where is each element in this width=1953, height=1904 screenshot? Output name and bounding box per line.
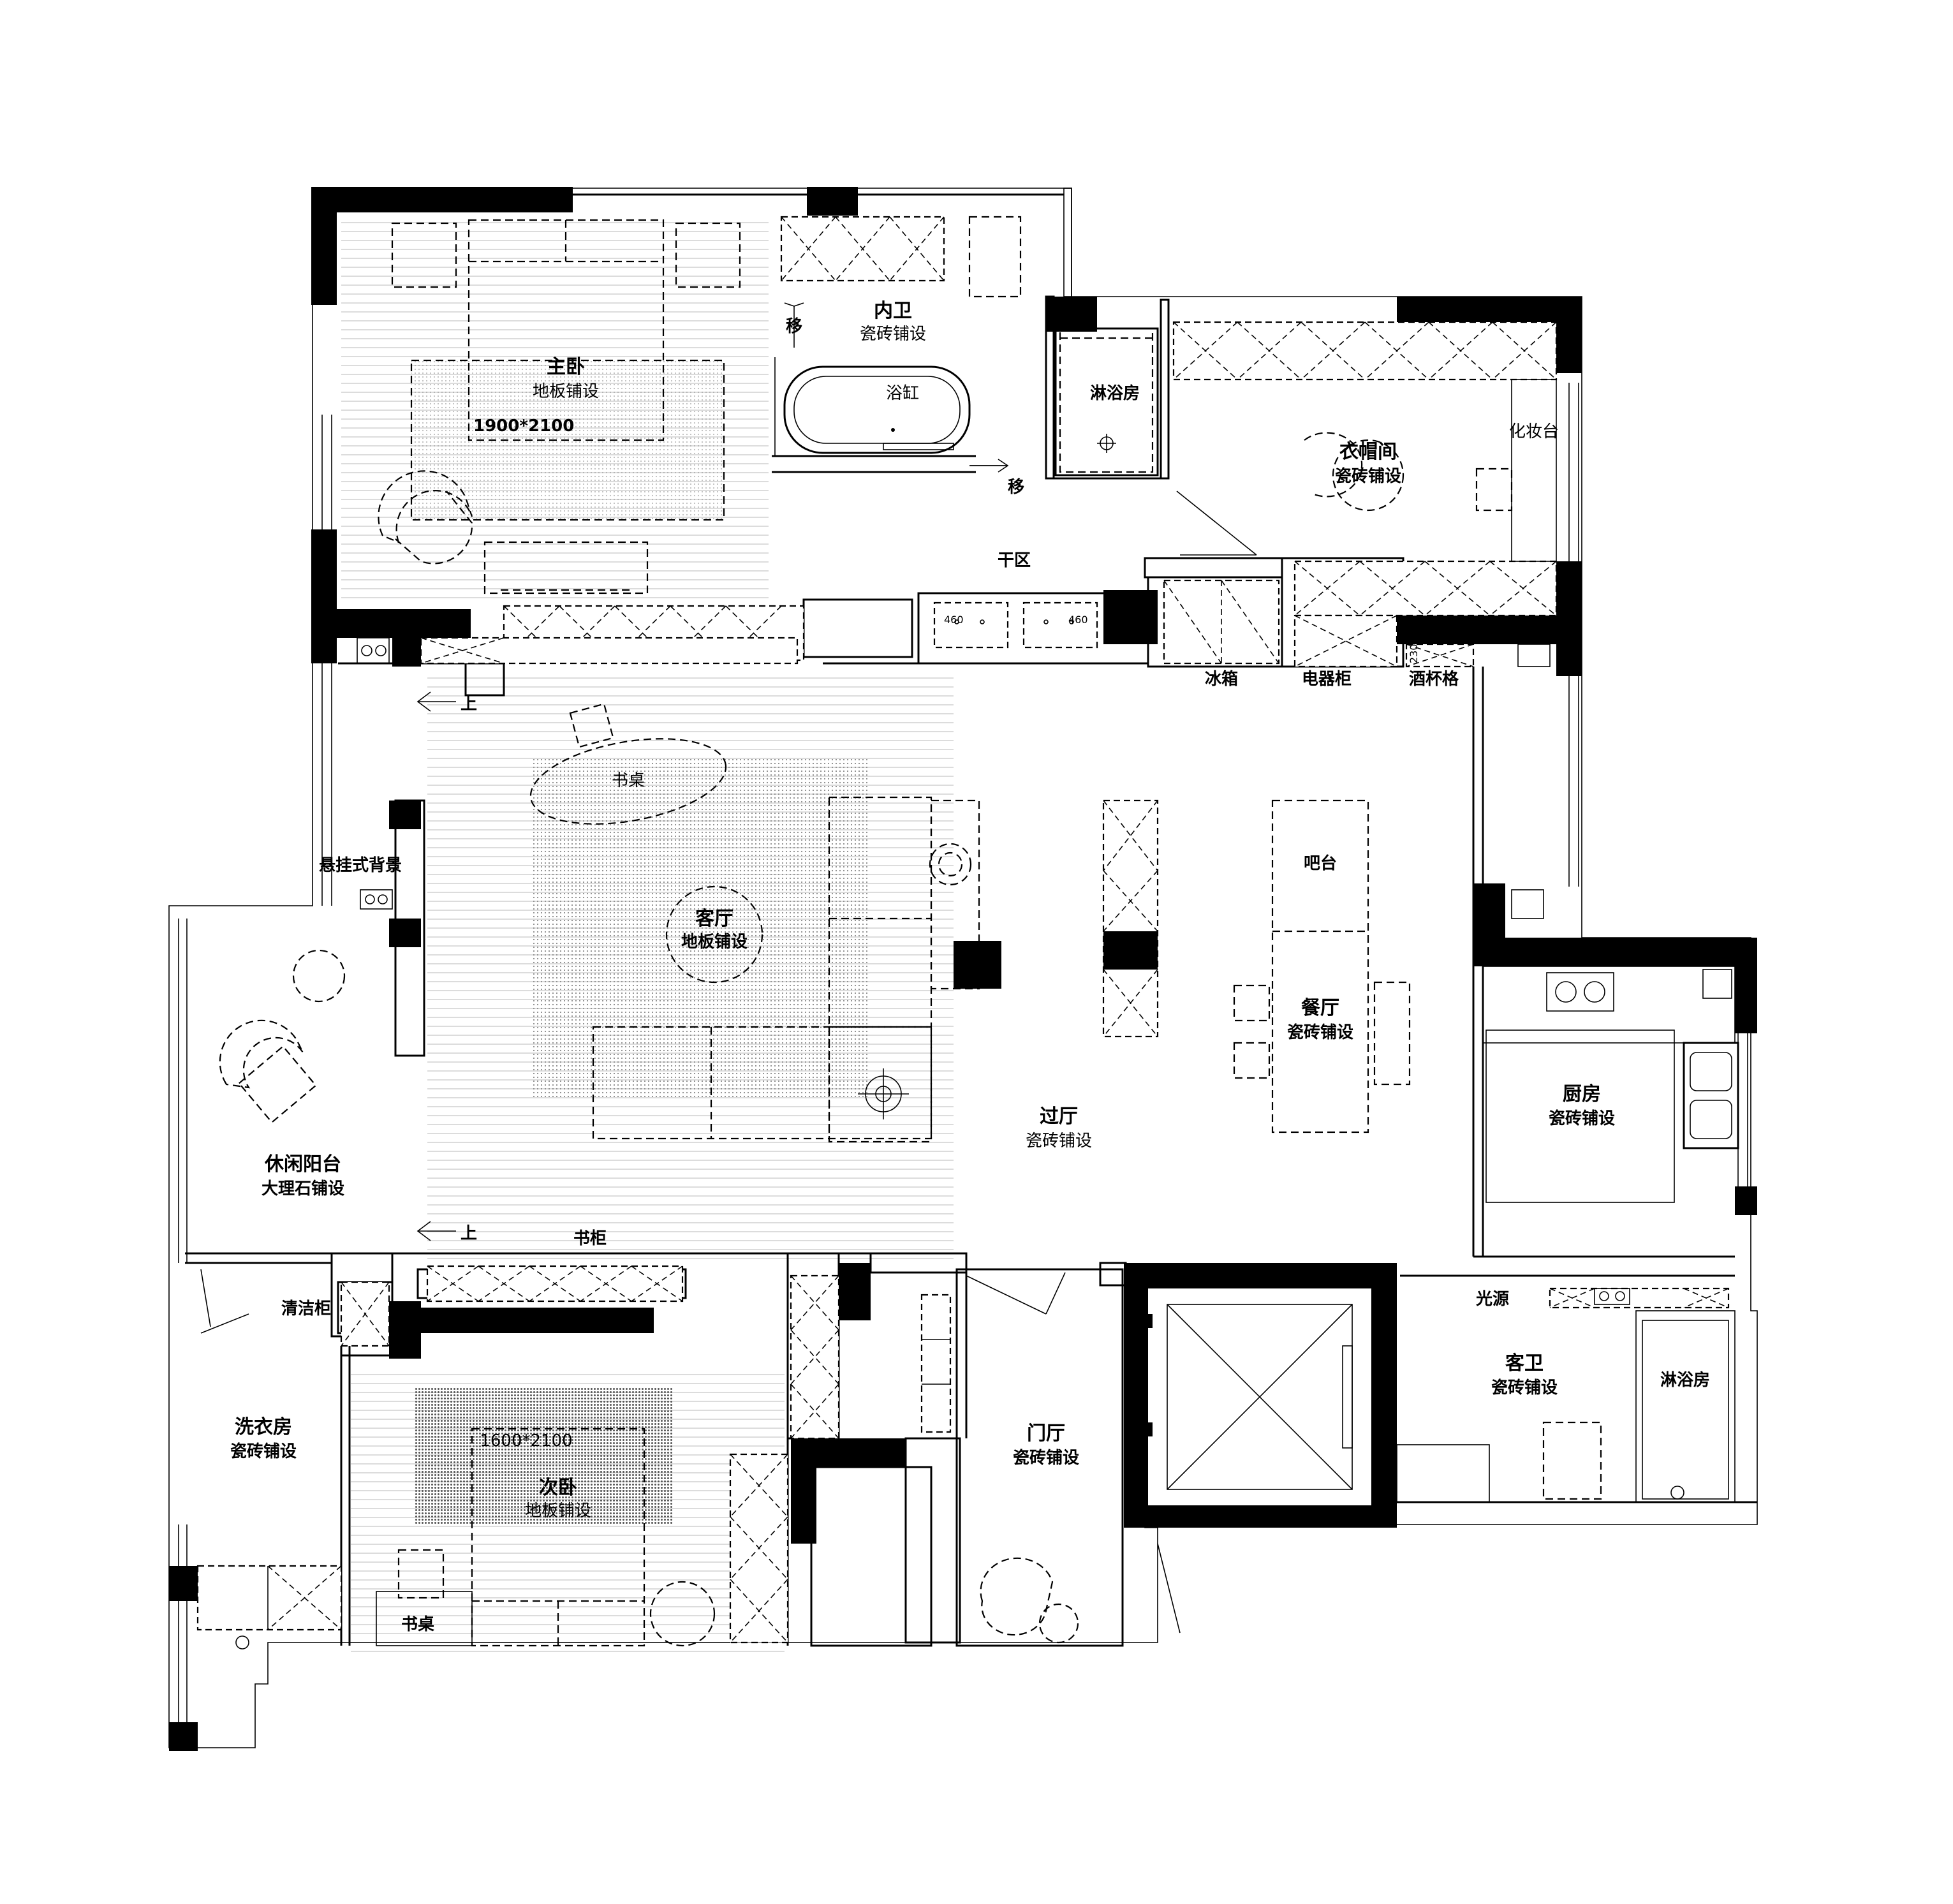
walk-in-closet-floor: 瓷砖铺设 <box>1335 467 1401 486</box>
step-up-label-2: 上 <box>461 1224 477 1243</box>
guest-bath-cabinet <box>1549 1287 1730 1309</box>
dining-room-name: 餐厅 <box>1301 997 1339 1019</box>
laundry-floor: 瓷砖铺设 <box>230 1442 297 1461</box>
second-bedroom-name: 次卧 <box>539 1477 577 1499</box>
kitchen-name: 厨房 <box>1563 1083 1601 1105</box>
closet-lower-cabinet <box>1293 560 1558 617</box>
structural-walls <box>169 187 1757 1751</box>
cleaning-cabinet <box>340 1281 390 1347</box>
bookcase-cabinet <box>426 1265 684 1303</box>
cabinets <box>196 216 1730 1644</box>
fridge-label: 冰箱 <box>1205 669 1238 689</box>
master-bedroom-floor: 地板铺设 <box>533 382 599 401</box>
closet-wall-cabinet <box>1172 321 1558 381</box>
floor-finishes <box>341 217 954 1652</box>
dining-room-floor: 瓷砖铺设 <box>1287 1023 1353 1042</box>
direction-arrows <box>416 302 1009 1241</box>
balcony-name: 休闲阳台 <box>264 1153 341 1176</box>
living-room-name: 客厅 <box>695 908 733 930</box>
second-desk-label: 书桌 <box>401 1615 434 1634</box>
guest-shower-name: 淋浴房 <box>1660 1371 1710 1390</box>
bar-counter-label: 吧台 <box>1304 853 1337 873</box>
hanging-backdrop-label: 悬挂式背景 <box>319 856 402 875</box>
ensuite-vanity-cabinet <box>780 216 945 282</box>
outer-outline <box>168 188 1758 1748</box>
hallway-floor: 瓷砖铺设 <box>1026 1132 1092 1151</box>
step-up-label-1: 上 <box>461 695 477 714</box>
second-bedroom-wardrobe-2 <box>729 1453 789 1644</box>
rack-depth-label: 230 <box>1408 644 1420 663</box>
master-bed-size: 1900*2100 <box>473 417 574 436</box>
laundry-cabinet <box>196 1565 343 1631</box>
guest-bath-name: 客卫 <box>1505 1352 1544 1375</box>
living-room-floor: 地板铺设 <box>681 933 748 952</box>
bookcase-label: 书柜 <box>573 1229 607 1248</box>
cleaning-cabinet-label: 清洁柜 <box>281 1299 331 1318</box>
second-bed-size: 1600*2100 <box>480 1431 572 1450</box>
light-source-label: 光源 <box>1475 1290 1509 1309</box>
foyer-floor: 瓷砖铺设 <box>1013 1449 1079 1468</box>
dry-area-name: 干区 <box>998 551 1031 570</box>
wine-rack <box>1405 643 1475 668</box>
second-bedroom-floor: 地板铺设 <box>525 1502 591 1521</box>
move-label-2: 移 <box>1008 478 1024 497</box>
guest-bath-floor: 瓷砖铺设 <box>1491 1378 1558 1398</box>
master-bedroom-name: 主卧 <box>547 356 585 378</box>
appliance-cabinet <box>1293 614 1398 668</box>
ensuite-bath-name: 内卫 <box>874 300 912 322</box>
kitchen-floor: 瓷砖铺设 <box>1549 1109 1615 1128</box>
furniture <box>200 216 1739 1649</box>
room-labels: 主卧 地板铺设 1900*2100 内卫 瓷砖铺设 浴缸 移 移 淋浴房 衣帽间… <box>230 300 1710 1634</box>
appliance-cabinet-label: 电器柜 <box>1302 670 1352 689</box>
sink-width-1: 460 <box>944 614 964 626</box>
move-label-1: 移 <box>786 317 802 336</box>
hall-upper-cabinet <box>420 637 799 665</box>
hall-tall-cabinet <box>1102 799 1159 1038</box>
living-desk-label: 书桌 <box>612 771 645 790</box>
second-bedroom-wardrobe <box>790 1274 840 1440</box>
foyer-shoe-cabinet <box>920 1294 952 1433</box>
master-shower-name: 淋浴房 <box>1090 384 1140 403</box>
balcony-floor: 大理石铺设 <box>262 1179 344 1199</box>
foyer-name: 门厅 <box>1027 1422 1065 1445</box>
bathtub-label: 浴缸 <box>886 384 919 403</box>
walk-in-closet-name: 衣帽间 <box>1339 441 1397 463</box>
sink-width-2: 460 <box>1068 614 1088 626</box>
vanity-label: 化妆台 <box>1509 422 1559 441</box>
fridge <box>1163 579 1280 665</box>
hallway-name: 过厅 <box>1040 1105 1078 1128</box>
ensuite-bath-floor: 瓷砖铺设 <box>860 325 926 344</box>
laundry-name: 洗衣房 <box>235 1416 292 1438</box>
wine-glass-rack-label: 酒杯格 <box>1409 669 1459 689</box>
